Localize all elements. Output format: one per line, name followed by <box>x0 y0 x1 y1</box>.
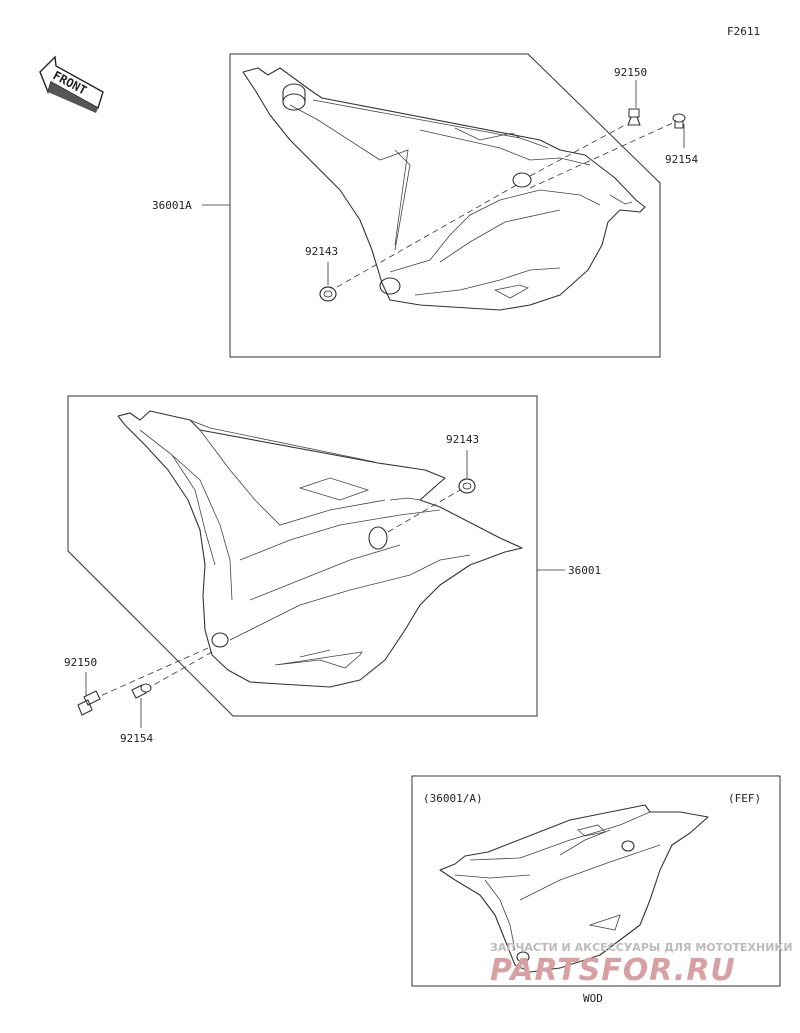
inset-label-left: (36001/A) <box>423 792 483 805</box>
inset-panel-frame <box>411 775 781 987</box>
side-cover-36001 <box>117 410 523 688</box>
inset-label-right: (FEF) <box>728 792 761 805</box>
figure-code: F2611 <box>727 25 760 38</box>
top-panel-frame <box>229 53 661 358</box>
inset-panel: (36001/A) (FEF) WOD <box>411 775 781 1005</box>
screw-92154-mid <box>131 683 152 699</box>
grommet-92143-mid <box>458 478 476 494</box>
side-cover-inset <box>439 804 709 973</box>
callout-92154-top: 92154 <box>665 153 698 166</box>
watermark: ЗАПЧАСТИ И АКСЕССУАРЫ ДЛЯ МОТОТЕХНИКИ PA… <box>490 941 793 988</box>
front-arrow-icon: FRONT <box>39 55 104 113</box>
watermark-tagline: ЗАПЧАСТИ И АКСЕССУАРЫ ДЛЯ МОТОТЕХНИКИ <box>490 941 793 954</box>
screw-92154-top <box>672 113 686 129</box>
bolt-92150-mid <box>77 690 101 716</box>
callout-92143-top: 92143 <box>305 245 338 258</box>
callout-92150-mid: 92150 <box>64 656 97 669</box>
callout-92150-top: 92150 <box>614 66 647 79</box>
top-panel: 92150 92154 92143 36001A <box>152 53 698 358</box>
middle-panel-frame <box>67 395 538 717</box>
callout-92154-mid: 92154 <box>120 732 153 745</box>
part-number-36001a: 36001A <box>152 199 192 212</box>
callout-92143-mid: 92143 <box>446 433 479 446</box>
grommet-92143-top <box>319 286 337 302</box>
inset-label-bottom: WOD <box>583 992 603 1005</box>
bolt-92150-top <box>627 108 641 126</box>
part-number-36001: 36001 <box>568 564 601 577</box>
watermark-brand: PARTSFOR.RU <box>490 953 736 988</box>
middle-panel: 92143 36001 92150 92154 <box>64 395 601 745</box>
side-cover-36001a <box>242 67 646 311</box>
